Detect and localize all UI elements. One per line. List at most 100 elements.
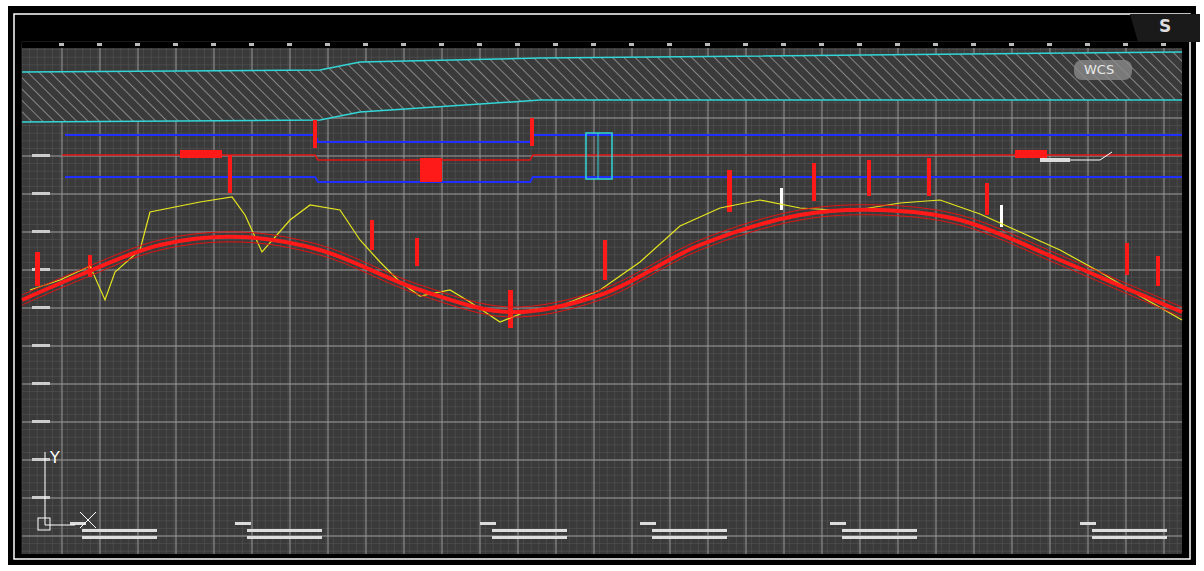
note-text-block (247, 529, 322, 532)
elevation-label (32, 382, 50, 385)
red-annotation (1015, 150, 1047, 158)
elevation-label (32, 458, 50, 461)
note-text-block (480, 522, 496, 525)
station-tick (1085, 43, 1090, 46)
red-annotation (603, 240, 607, 280)
viewcube-label: WCS (1084, 63, 1114, 76)
ucs-x (80, 512, 96, 528)
elevation-label (32, 268, 50, 271)
red-annotation (1125, 243, 1129, 275)
station-tick (819, 43, 824, 46)
station-tick (1123, 43, 1128, 46)
red-annotation (927, 158, 931, 196)
red-annotation (867, 160, 871, 196)
station-tick (1047, 43, 1052, 46)
elevation-label (32, 496, 50, 499)
red-annotation (508, 290, 513, 328)
note-text-block (82, 529, 157, 532)
pipe-wall (22, 215, 1182, 317)
station-tick (97, 43, 102, 46)
ucs-origin (38, 518, 50, 530)
outer-frame (8, 6, 1196, 565)
station-tick (135, 43, 140, 46)
elevation-label (32, 230, 50, 233)
station-tick (287, 43, 292, 46)
cyan-line (598, 133, 599, 179)
blue-line (65, 135, 1182, 142)
red-annotation (228, 155, 232, 193)
station-tick (933, 43, 938, 46)
ground-profile (30, 197, 1182, 322)
note-text-block (652, 529, 727, 532)
inner-frame (14, 14, 1190, 559)
compass-ground (1130, 14, 1200, 42)
note-text-block (1092, 529, 1167, 532)
note-text-block (830, 522, 846, 525)
station-tick (401, 43, 406, 46)
hatched-band (22, 52, 1182, 122)
station-tick (211, 43, 216, 46)
station-tick (667, 43, 672, 46)
note-text-block (492, 536, 567, 539)
station-tick (743, 43, 748, 46)
note-text-block (842, 536, 917, 539)
station-tick (857, 43, 862, 46)
station-tick (1009, 43, 1014, 46)
viewcube-wcs (1074, 60, 1132, 80)
station-tick (971, 43, 976, 46)
note-text-block (1080, 522, 1096, 525)
pipeline-profile (22, 210, 1182, 312)
white-marker (780, 188, 783, 210)
note-text-block (82, 536, 157, 539)
note-text-block (652, 536, 727, 539)
note-text-block (247, 536, 322, 539)
station-tick (325, 43, 330, 46)
station-tick (781, 43, 786, 46)
note-text-block (492, 529, 567, 532)
station-tick (439, 43, 444, 46)
grid (22, 42, 1182, 554)
ucs-axis-label: Y (50, 450, 60, 466)
cyan-line (22, 100, 1182, 122)
red-annotation (35, 252, 40, 286)
elevation-label (32, 192, 50, 195)
red-annotation (313, 120, 317, 148)
station-tick (553, 43, 558, 46)
elevation-label (32, 306, 50, 309)
compass-letter: S (1159, 18, 1171, 35)
note-text-block (842, 529, 917, 532)
elevation-label (32, 420, 50, 423)
ucs-x (80, 512, 96, 528)
note-text-block (235, 522, 251, 525)
station-tick (1161, 43, 1166, 46)
station-tick (895, 43, 900, 46)
station-tick (249, 43, 254, 46)
cyan-box (586, 133, 612, 179)
station-tick (591, 43, 596, 46)
model-space (22, 42, 1182, 554)
elevation-label (32, 154, 50, 157)
red-annotation (420, 158, 442, 182)
station-tick (59, 43, 64, 46)
red-annotation (530, 118, 534, 146)
station-tick (477, 43, 482, 46)
blue-line (65, 177, 1182, 182)
station-tick (515, 43, 520, 46)
station-tick (363, 43, 368, 46)
red-annotation (180, 150, 222, 158)
red-annotation (370, 220, 374, 250)
cyan-line (22, 52, 1182, 72)
station-ruler (22, 42, 1182, 48)
station-tick (629, 43, 634, 46)
note-text-block (1040, 158, 1070, 162)
note-text-block (1092, 536, 1167, 539)
note-text-block (640, 522, 656, 525)
ucs-axis (45, 452, 46, 525)
elevation-label (32, 344, 50, 347)
red-annotation (812, 163, 816, 201)
red-annotation (985, 183, 989, 215)
pipe-wall (22, 205, 1182, 307)
station-tick (705, 43, 710, 46)
